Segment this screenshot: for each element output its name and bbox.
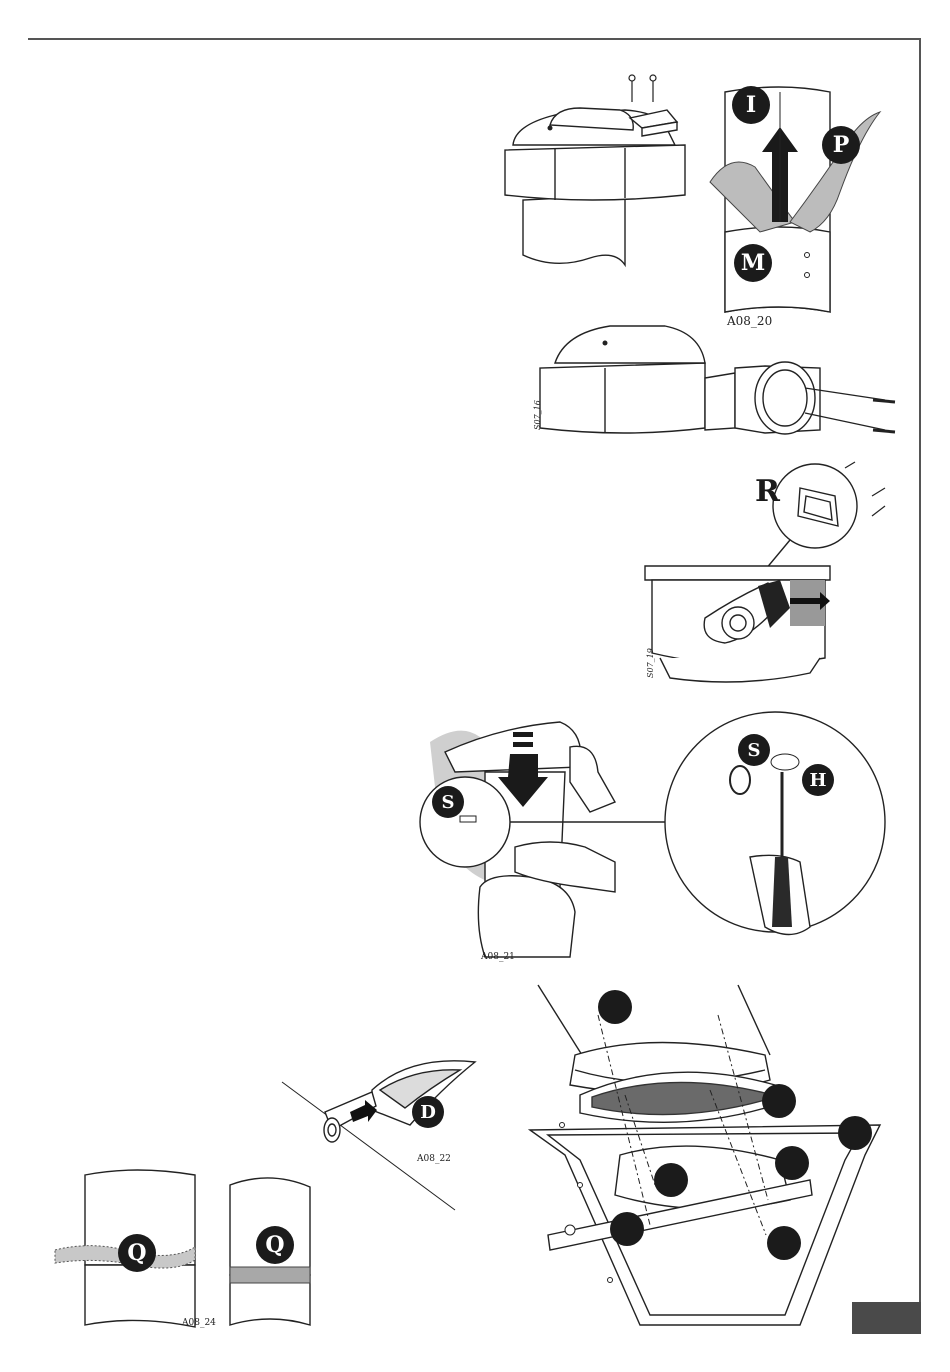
label-p-badge: P	[822, 126, 860, 164]
callout-badge-4	[775, 1146, 809, 1180]
mounting-hands-illustration	[420, 712, 890, 962]
callout-badge-2	[762, 1084, 796, 1118]
callout-badge-1	[598, 990, 632, 1024]
figure-code-a08-22: A08_22	[417, 1154, 451, 1164]
hood-cover-illustration	[495, 70, 695, 280]
callout-badge-3	[838, 1116, 872, 1150]
figure-code-a08-21: A08_21	[481, 952, 515, 962]
label-s-badge: S	[432, 786, 464, 818]
label-i-badge: I	[732, 86, 770, 124]
figure-code-a08-24: A08_24	[182, 1318, 216, 1328]
figure-code-s07-16: S07_16	[533, 400, 542, 430]
callout-badge-7	[767, 1226, 801, 1260]
label-s-detail-badge: S	[738, 734, 770, 766]
figure-code-s07-19: S07_19	[646, 648, 655, 678]
callout-badge-6	[610, 1212, 644, 1246]
callout-badge-5	[654, 1163, 688, 1197]
duct-connection-illustration	[700, 82, 890, 322]
label-h-badge: H	[802, 764, 834, 796]
label-q-badge-left: Q	[118, 1234, 156, 1272]
label-d-badge: D	[412, 1096, 444, 1128]
hood-spigot-illustration	[535, 318, 905, 448]
label-r: R	[755, 474, 780, 509]
exploded-ceiling-mounting-illustration	[520, 985, 900, 1330]
top-border-line	[28, 38, 921, 40]
right-border-line	[919, 38, 921, 1334]
label-q-badge-right: Q	[256, 1226, 294, 1264]
label-m-badge: M	[734, 244, 772, 282]
